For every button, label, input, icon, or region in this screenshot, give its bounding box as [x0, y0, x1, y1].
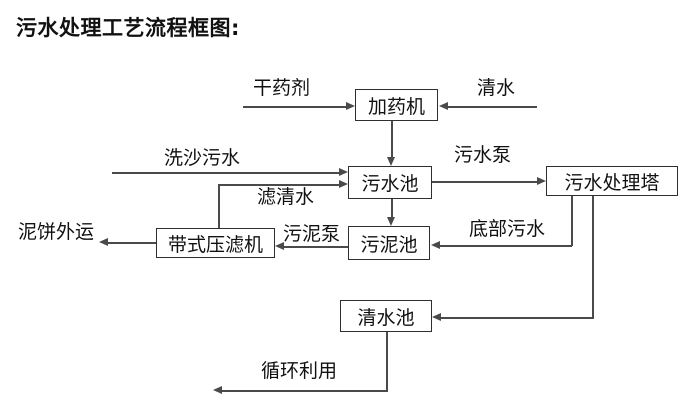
node-sewage-treatment-tower: 污水处理塔	[546, 166, 678, 196]
connector-tower-to-cleanpool-line	[441, 317, 594, 319]
connector-clean-water-line	[448, 106, 537, 108]
label-dry-chemical: 干药剂	[253, 77, 311, 99]
arrowhead-sewage-pump-right	[537, 177, 546, 185]
label-clean-water: 清水	[477, 77, 516, 99]
arrowhead-bottom-sewage-left	[431, 241, 440, 249]
arrowhead-dosing-to-sewage-down	[386, 157, 395, 166]
node-dosing-machine: 加药机	[355, 89, 438, 121]
connector-sludge-cake-line	[108, 242, 156, 244]
arrowhead-recycling-left	[213, 386, 222, 394]
node-sewage-pool: 污水池	[348, 166, 432, 199]
connector-bottom-sewage-drop	[571, 196, 573, 246]
node-sewage-pool-label: 污水池	[361, 173, 419, 195]
arrowhead-filtered-water-right	[339, 180, 348, 188]
label-sewage-pump: 污水泵	[454, 144, 512, 166]
arrowhead-sewage-to-sludge-down	[386, 217, 395, 226]
node-belt-filter-press: 带式压滤机	[156, 228, 275, 258]
node-clean-water-pool-label: 清水池	[357, 306, 415, 329]
arrowhead-tower-to-cleanpool-left	[432, 313, 441, 321]
label-filtered-water: 滤清水	[257, 186, 315, 208]
arrowhead-sand-washing-right	[339, 168, 348, 176]
node-sludge-pool: 污泥池	[348, 226, 430, 260]
label-sand-washing-sewage: 洗沙污水	[164, 147, 241, 169]
connector-sludge-pump-line	[284, 246, 348, 248]
arrowhead-sludge-pump-left	[275, 242, 284, 250]
node-sludge-pool-label: 污泥池	[360, 233, 418, 256]
label-recycling: 循环利用	[261, 360, 338, 382]
node-clean-water-pool: 清水池	[340, 300, 432, 332]
connector-filtered-water-riser	[218, 184, 220, 228]
connector-sewage-pump-line	[432, 181, 537, 183]
connector-bottom-sewage-line	[440, 245, 572, 247]
label-sludge-pump: 污泥泵	[283, 223, 341, 245]
arrowhead-clean-water-left	[439, 102, 448, 110]
node-belt-filter-press-label: 带式压滤机	[167, 233, 263, 256]
connector-dry-chemical-line	[243, 106, 347, 108]
connector-recycling-line	[222, 390, 388, 392]
node-sewage-treatment-tower-label: 污水处理塔	[564, 171, 660, 194]
arrowhead-dry-chemical-right	[346, 102, 355, 110]
connector-tower-to-cleanpool-drop	[592, 196, 594, 318]
connector-dosing-to-sewage-line	[391, 121, 393, 158]
label-bottom-sewage: 底部污水	[469, 218, 546, 240]
connector-recycling-drop	[386, 332, 388, 392]
connector-sand-washing-line	[112, 172, 339, 174]
diagram-title: 污水处理工艺流程框图:	[16, 16, 240, 40]
arrowhead-sludge-cake-left	[99, 238, 108, 246]
label-sludge-cake-outbound: 泥饼外运	[18, 221, 95, 243]
connector-sewage-to-sludge-line	[391, 199, 393, 218]
node-dosing-machine-label: 加药机	[367, 95, 425, 118]
connector-filtered-water-line	[218, 184, 339, 186]
